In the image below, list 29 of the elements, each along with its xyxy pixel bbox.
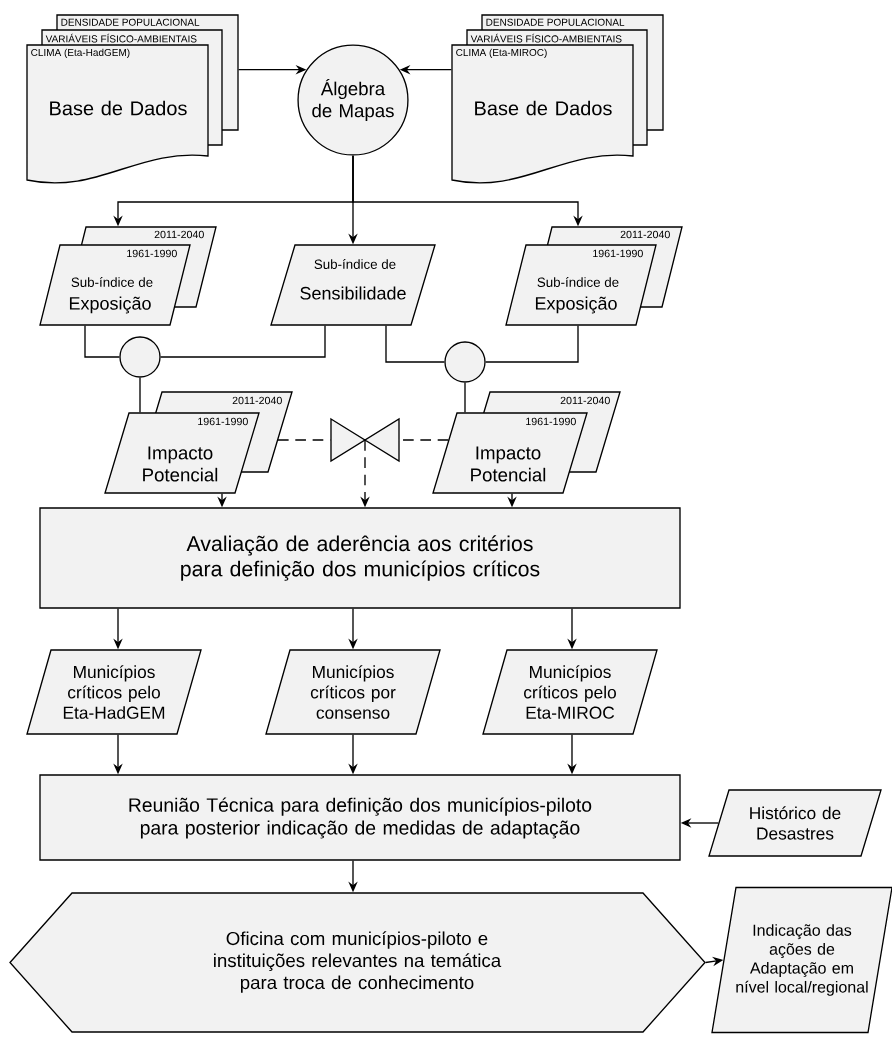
data-parallelogram: Histórico de Desastres [708,789,882,857]
connector-line [84,325,120,358]
node-label: VARIÁVEIS FÍSICO-AMBIENTAIS [470,33,622,43]
document-stack: DENSIDADE POPULACIONAL VARIÁVEIS FÍSICO-AMBIENTAIS CLIMA (Eta-MIROC) Base de Dados [451,14,664,184]
connector-line [160,325,326,358]
junction-circle [119,336,161,378]
node-label: DENSIDADE POPULACIONAL [61,18,200,26]
connector-line [385,325,445,363]
data-parallelogram: Municípios críticos pelo Eta-HadGEM [26,649,202,735]
parallelogram-stack: 2011-2040 1961-1990 Sub-índice de Exposição [505,226,683,326]
connector-line [464,382,466,413]
collate-symbol [330,417,400,463]
parallelogram-stack: 2011-2040 1961-1990 Sub-índice de Exposição [39,226,217,326]
node-label: 2011-2040 [620,230,670,239]
connector-line [485,325,579,363]
data-parallelogram: Indicação das ações de Adaptação em nível local/regional [711,886,892,1034]
document-stack: DENSIDADE POPULACIONAL VARIÁVEIS FÍSICO-AMBIENTAIS CLIMA (Eta-HadGEM) Base de Dados [26,14,239,184]
preparation-hexagon: Oficina com municípios-piloto e instituições relevantes na temática para troca de conhecimento [9,892,706,1033]
parallelogram-stack: 2011-2040 1961-1990 Impacto Potencial [104,391,293,494]
node-label: DENSIDADE POPULACIONAL [486,18,625,26]
process-box: Reunião Técnica para definição dos municípios-piloto para posterior indicação de medidas de adaptação [39,774,681,861]
data-parallelogram: Municípios críticos por consenso [265,649,441,735]
data-parallelogram: Municípios críticos pelo Eta-MIROC [482,649,658,735]
parallelogram-stack: 2011-2040 1961-1990 Impacto Potencial [432,391,621,494]
connector-line [139,377,141,413]
data-parallelogram: Sub-índice de Sensibilidade [270,244,436,326]
junction-circle [444,341,486,383]
process-box: Avaliação de aderência aos critérios para definição dos municípios críticos [39,507,681,609]
node-label: VARIÁVEIS FÍSICO-AMBIENTAIS [45,33,197,43]
